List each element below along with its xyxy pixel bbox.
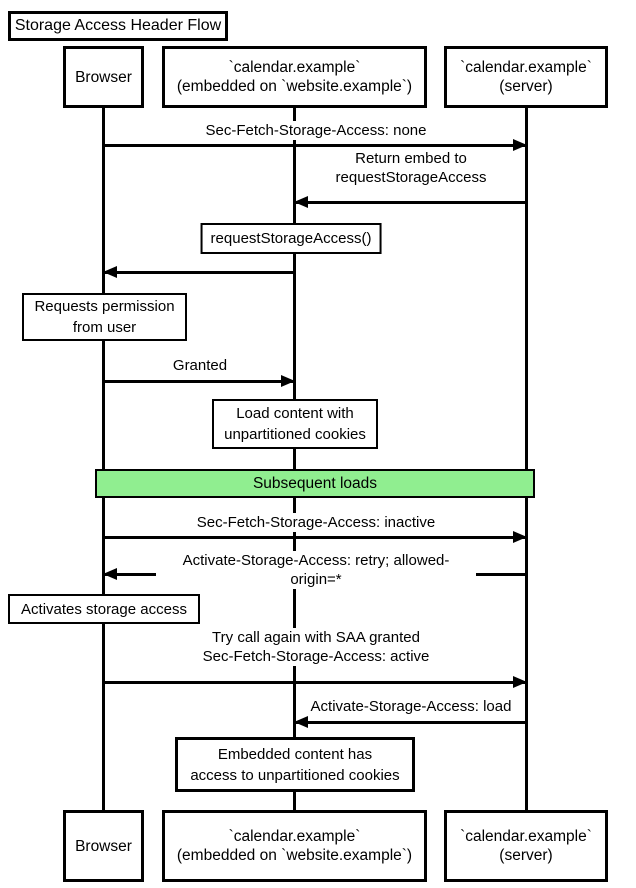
divider-subsequent-loads: Subsequent loads (95, 469, 535, 498)
note-embedded-content-access: Embedded content has access to unpartiti… (175, 737, 415, 792)
participant-browser-bottom: Browser (63, 810, 144, 882)
diagram-title: Storage Access Header Flow (8, 11, 228, 41)
message-label-activate-load: Activate-Storage-Access: load (306, 697, 516, 716)
message-arrow-line (103, 144, 525, 147)
arrowhead-right-icon (513, 139, 527, 151)
message-label-return-embed: Return embed to requestStorageAccess (331, 149, 491, 187)
message-label-try-again-active: Try call again with SAA granted Sec-Fetc… (198, 628, 434, 666)
message-arrow-line (103, 536, 525, 539)
note-requests-permission: Requests permission from user (22, 293, 187, 341)
arrowhead-left-icon (103, 568, 117, 580)
message-label-request-storage-access: requestStorageAccess() (200, 223, 382, 254)
arrowhead-right-icon (281, 375, 295, 387)
lifeline-embed (293, 106, 296, 812)
message-arrow-line (296, 721, 526, 724)
participant-browser-top: Browser (63, 46, 144, 108)
message-arrow-line (296, 201, 526, 204)
message-arrow-line (105, 271, 295, 274)
lifeline-browser (102, 106, 105, 812)
arrowhead-left-icon (294, 716, 308, 728)
message-arrow-line (103, 681, 525, 684)
participant-embed-top: `calendar.example` (embedded on `website… (162, 46, 427, 108)
participant-embed-bottom: `calendar.example` (embedded on `website… (162, 810, 427, 882)
message-label-sec-fetch-none: Sec-Fetch-Storage-Access: none (201, 121, 431, 140)
note-load-content: Load content with unpartitioned cookies (212, 399, 378, 449)
message-label-sec-fetch-inactive: Sec-Fetch-Storage-Access: inactive (192, 513, 440, 532)
message-label-granted: Granted (168, 356, 232, 375)
participant-server-top: `calendar.example` (server) (444, 46, 608, 108)
note-activates-storage-access: Activates storage access (8, 594, 200, 624)
message-arrow-line (103, 380, 293, 383)
arrowhead-right-icon (513, 676, 527, 688)
arrowhead-left-icon (294, 196, 308, 208)
lifeline-server (525, 106, 528, 812)
arrowhead-left-icon (103, 266, 117, 278)
participant-server-bottom: `calendar.example` (server) (444, 810, 608, 882)
arrowhead-right-icon (513, 531, 527, 543)
message-label-activate-retry: Activate-Storage-Access: retry; allowed-… (156, 551, 476, 589)
